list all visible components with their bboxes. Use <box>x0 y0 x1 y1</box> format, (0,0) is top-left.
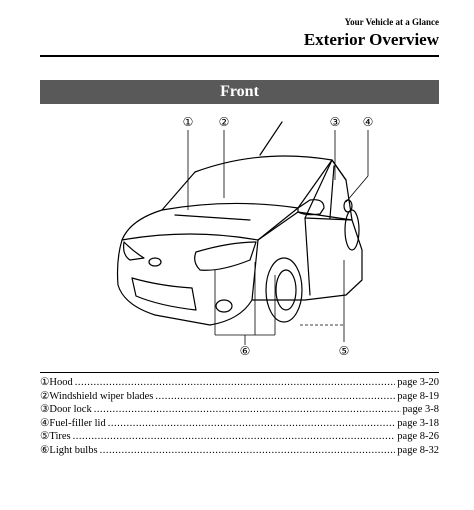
legend-item: ② Windshield wiper blades page 8-19 <box>40 390 439 404</box>
car-front-illustration: ① ② ③ ④ ⑤ ⑥ <box>116 115 374 358</box>
leader-dots <box>75 377 396 388</box>
fuel-filler-lid <box>343 199 353 213</box>
car-side <box>251 211 363 301</box>
legend-number: ④ <box>40 417 50 429</box>
legend-page-ref: page 3-18 <box>397 417 439 429</box>
leader-dots <box>94 404 401 415</box>
callout-2: ② <box>219 115 230 129</box>
grille <box>131 277 197 311</box>
callout-1: ① <box>183 115 194 129</box>
leader-dots <box>100 445 396 456</box>
legend-number: ① <box>40 377 50 388</box>
fog-light <box>215 299 233 313</box>
legend-page-ref: page 8-26 <box>397 431 439 442</box>
car-roof <box>194 155 347 181</box>
legend-page-ref: page 8-19 <box>397 390 439 402</box>
legend-name: Fuel-filler lid <box>49 417 106 429</box>
side-mirror <box>297 199 325 216</box>
legend-name: Door lock <box>49 404 92 415</box>
legend-item: ③ Door lock page 3-8 <box>40 403 439 417</box>
legend-name: Windshield wiper blades <box>49 390 154 402</box>
side-window <box>304 159 353 221</box>
callout-5: ⑤ <box>339 344 350 358</box>
legend-item: ① Hood page 3-20 <box>40 376 439 390</box>
headlight-right <box>194 241 257 271</box>
front-banner: Front <box>40 80 439 104</box>
windshield <box>161 159 333 211</box>
rear-wheel <box>344 209 360 251</box>
legend-page-ref: page 3-8 <box>402 404 439 415</box>
callout-4: ④ <box>363 115 374 129</box>
leader-dots <box>108 418 396 429</box>
legend-name: Tires <box>49 431 71 442</box>
front-bumper <box>116 239 259 326</box>
legend-number: ⑤ <box>40 431 50 442</box>
legend-item: ⑤ Tires page 8-26 <box>40 430 439 444</box>
page-title: Exterior Overview <box>303 30 439 49</box>
legend-number: ③ <box>40 404 50 415</box>
hood <box>121 207 299 241</box>
legend-item: ④ Fuel-filler lid page 3-18 <box>40 417 439 431</box>
leader-dots <box>73 431 396 442</box>
legend-name: Light bulbs <box>49 444 98 456</box>
section-label: Your Vehicle at a Glance <box>344 17 439 27</box>
legend-item: ⑥ Light bulbs page 8-32 <box>40 444 439 458</box>
emblem <box>148 257 162 267</box>
leader-dots <box>155 391 395 402</box>
legend-number: ② <box>40 390 50 402</box>
front-wheel <box>265 257 303 323</box>
legend-page-ref: page 3-20 <box>397 377 439 388</box>
antenna <box>259 121 283 156</box>
callout-3: ③ <box>330 115 341 129</box>
legend-page-ref: page 8-32 <box>397 444 439 456</box>
header-rule <box>40 55 439 57</box>
callout-6: ⑥ <box>240 344 251 358</box>
legend-name: Hood <box>49 377 73 388</box>
parts-legend: ① Hood page 3-20 ② Windshield wiper blad… <box>40 372 439 457</box>
headlight-left <box>123 241 145 261</box>
legend-number: ⑥ <box>40 444 50 456</box>
